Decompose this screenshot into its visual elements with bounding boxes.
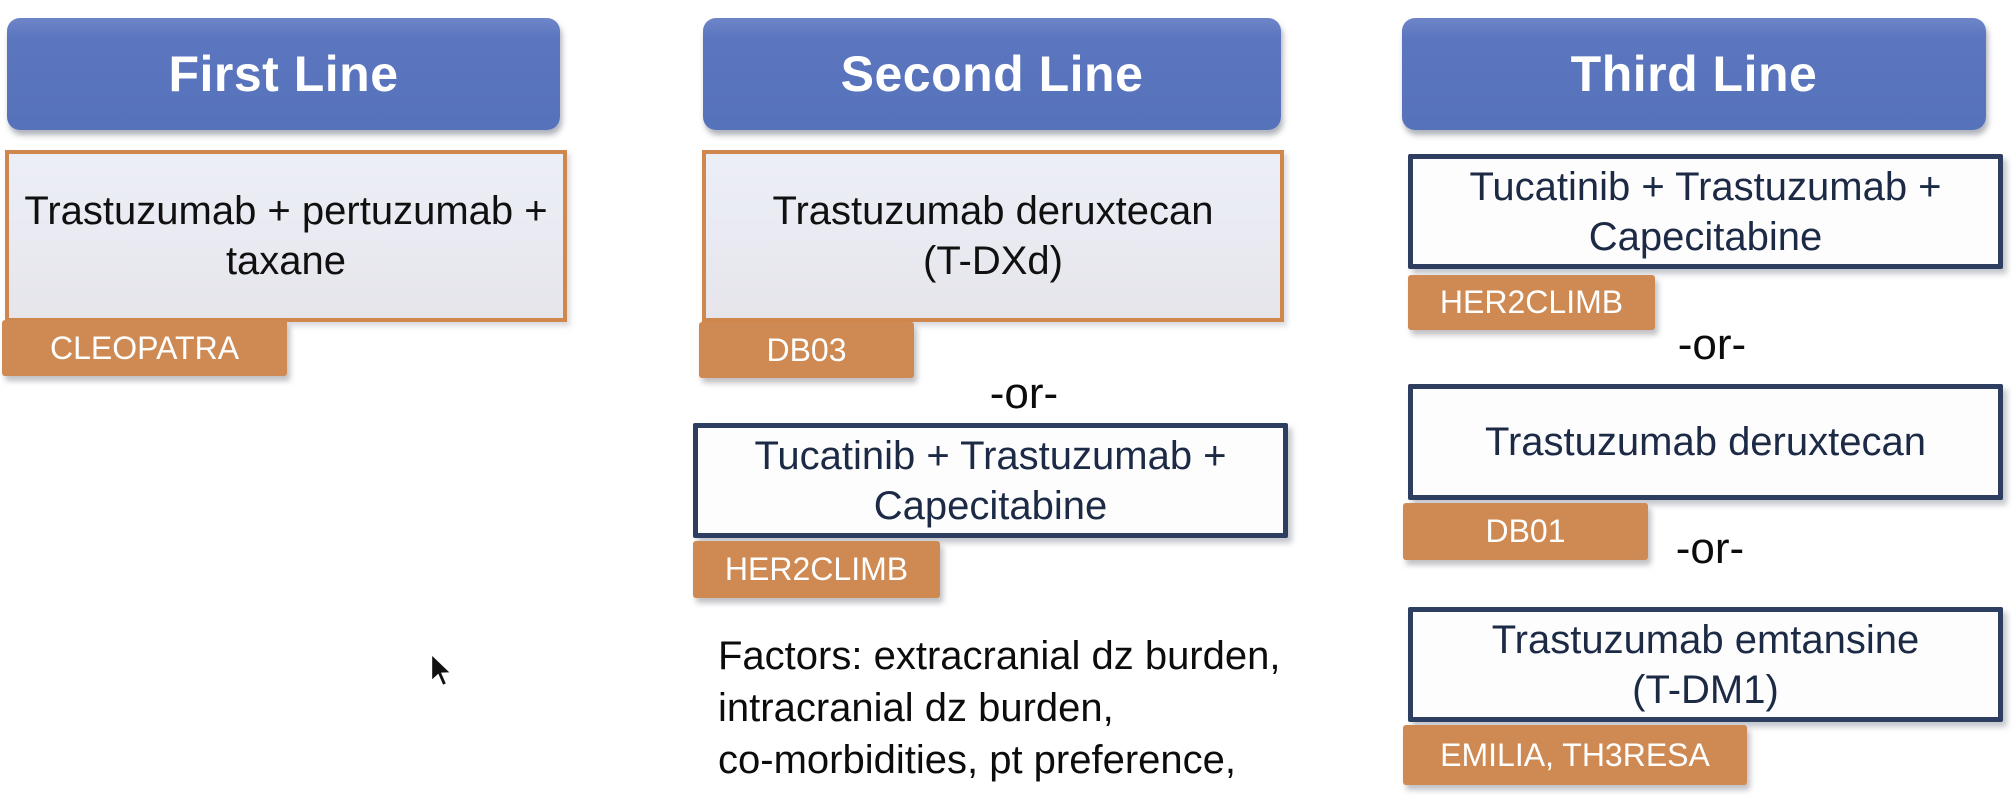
regimen-text-line: Tucatinib + Trastuzumab +	[754, 433, 1227, 478]
regimen-text-line: Capecitabine	[1588, 214, 1823, 259]
regimen-text-line: Trastuzumab deruxtecan	[772, 189, 1214, 233]
factors-line: intracranial dz burden,	[718, 686, 1114, 730]
regimen-box-tdm1: Trastuzumab emtansine (T-DM1)	[1408, 607, 2003, 722]
factors-line: co-morbidities, pt preference,	[718, 738, 1237, 782]
regimen-text-line: (T-DXd)	[923, 239, 1063, 283]
trial-tag-emilia-th3resa: EMILIA, TH3RESA	[1403, 725, 1747, 785]
regimen-text-line: taxane	[225, 239, 347, 283]
regimen-text-line: Trastuzumab + pertuzumab +	[24, 189, 548, 233]
first-line-header: First Line	[7, 18, 560, 130]
or-separator: -or-	[989, 369, 1059, 418]
trial-tag-her2climb-3l: HER2CLIMB	[1408, 275, 1655, 330]
regimen-text-line: Capecitabine	[873, 483, 1108, 528]
regimen-box-tdxd: Trastuzumab deruxtecan (T-DXd)	[702, 150, 1284, 322]
third-line-header: Third Line	[1402, 18, 1986, 130]
trial-tag-db01: DB01	[1403, 503, 1648, 560]
regimen-text-line: (T-DM1)	[1632, 667, 1779, 712]
regimen-text-line: Trastuzumab deruxtecan	[1485, 420, 1926, 464]
regimen-box-tucatinib-3l: Tucatinib + Trastuzumab + Capecitabine	[1408, 154, 2003, 269]
mouse-cursor-icon	[430, 652, 455, 688]
regimen-text-line: Trastuzumab emtansine	[1491, 617, 1920, 662]
trial-tag-cleopatra: CLEOPATRA	[2, 320, 287, 376]
trial-tag-db03: DB03	[699, 322, 914, 378]
trial-tag-her2climb-2l: HER2CLIMB	[693, 541, 940, 598]
second-line-header: Second Line	[703, 18, 1281, 130]
regimen-box-tucatinib-2l: Tucatinib + Trastuzumab + Capecitabine	[693, 423, 1288, 538]
regimen-text-line: Tucatinib + Trastuzumab +	[1469, 164, 1942, 209]
or-separator: -or-	[1675, 524, 1745, 573]
or-separator: -or-	[1677, 320, 1747, 369]
factors-line: Factors: extracranial dz burden,	[718, 634, 1281, 678]
regimen-box-tdxd-3l: Trastuzumab deruxtecan	[1408, 384, 2003, 500]
regimen-box-first-line: Trastuzumab + pertuzumab + taxane	[5, 150, 567, 322]
factors-note: Factors: extracranial dz burden, intracr…	[718, 630, 1280, 786]
